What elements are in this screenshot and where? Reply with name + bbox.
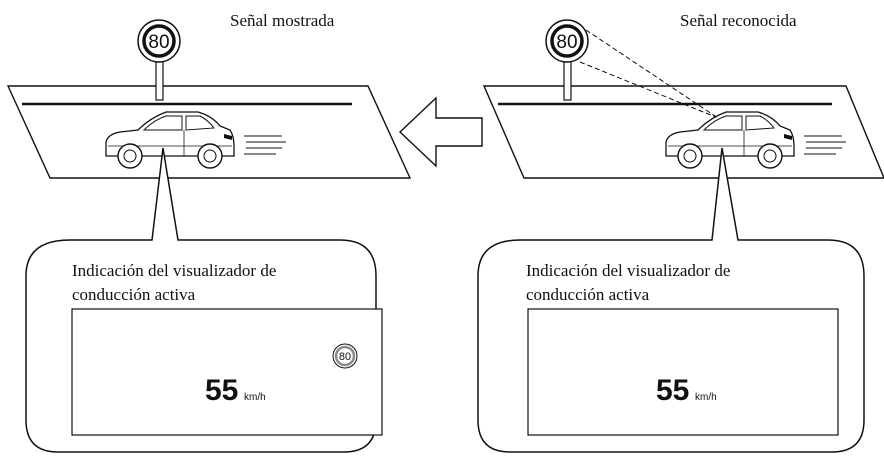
left-callout-title-line1: Indicación del visualizador de — [72, 261, 276, 280]
left-display-sign-icon: 80 — [332, 343, 358, 369]
left-display-unit: km/h — [244, 392, 266, 403]
right-caption: Señal reconocida — [680, 11, 797, 30]
left-display-sign-value: 80 — [339, 351, 351, 363]
left-scene: Señal mostrada 80 Indicación del visuali… — [6, 11, 412, 453]
right-display-speed: 55 — [656, 374, 689, 407]
left-road-sign-value: 80 — [148, 32, 169, 53]
right-callout-title-line2: conducción activa — [526, 285, 650, 304]
left-road-sign-icon: 80 — [137, 19, 181, 101]
recognition-lines — [579, 29, 719, 119]
left-display-screen — [71, 308, 383, 436]
left-callout-title-line2: conducción activa — [72, 285, 196, 304]
right-display-unit: km/h — [695, 392, 717, 403]
right-scene: Señal reconocida 80 Indicación del visua… — [477, 11, 884, 453]
left-caption: Señal mostrada — [230, 11, 335, 30]
left-display-speed: 55 — [205, 374, 238, 407]
right-road-sign-icon: 80 — [545, 19, 589, 101]
right-road-sign-value: 80 — [556, 32, 577, 53]
arrow-left-icon — [398, 96, 483, 168]
right-callout-title-line1: Indicación del visualizador de — [526, 261, 730, 280]
right-display-screen — [527, 308, 839, 436]
